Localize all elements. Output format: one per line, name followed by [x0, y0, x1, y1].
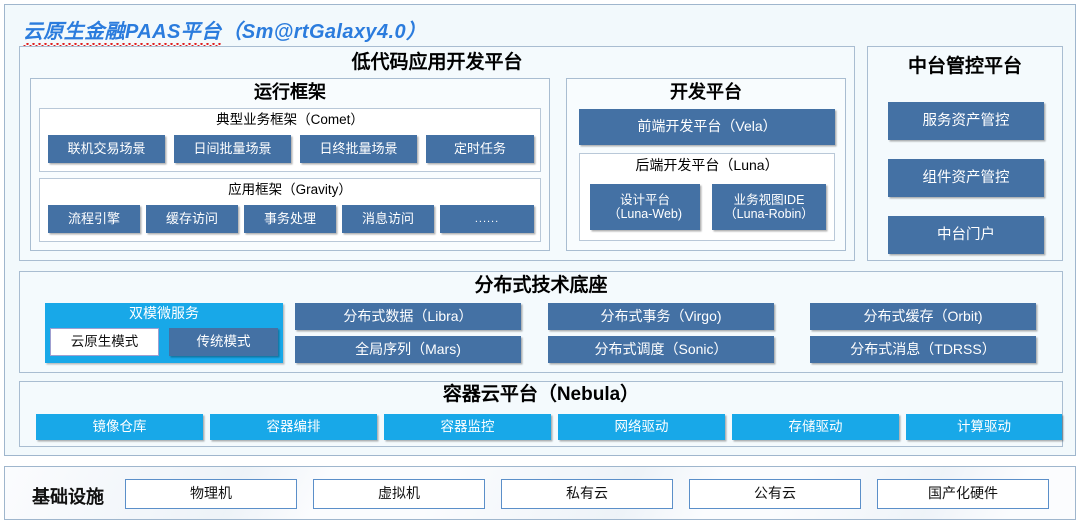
platform-outer-panel: 云原生金融PAAS平台（Sm@rtGalaxy4.0） 低代码应用开发平台 运行… [4, 4, 1076, 456]
business-view-ide-line2: （Luna-Robin） [724, 207, 814, 221]
gravity-framework-heading: 应用框架（Gravity） [228, 182, 352, 197]
comet-framework-heading: 典型业务框架（Comet） [216, 112, 364, 127]
distributed-item-message-tdrss[interactable]: 分布式消息（TDRSS） [810, 336, 1036, 363]
distributed-item-cache-orbit[interactable]: 分布式缓存（Orbit) [810, 303, 1036, 330]
infrastructure-item-virtual[interactable]: 虚拟机 [313, 479, 485, 509]
lowcode-platform-section: 低代码应用开发平台 运行框架 典型业务框架（Comet） 联机交易场景 日间批量… [19, 46, 855, 261]
business-view-ide-line1: 业务视图IDE [733, 193, 805, 207]
container-item-storage-driver[interactable]: 存储驱动 [732, 414, 899, 440]
container-cloud-heading: 容器云平台（Nebula） [442, 384, 640, 405]
runtime-framework-heading: 运行框架 [254, 82, 326, 102]
comet-item-intraday-batch[interactable]: 日间批量场景 [174, 135, 291, 163]
infrastructure-section: 基础设施 物理机 虚拟机 私有云 公有云 国产化硬件 [4, 466, 1076, 520]
gravity-framework-box: 应用框架（Gravity） 流程引擎 缓存访问 事务处理 消息访问 ...... [39, 178, 541, 242]
comet-item-online-trade[interactable]: 联机交易场景 [48, 135, 165, 163]
container-item-orchestration[interactable]: 容器编排 [210, 414, 377, 440]
distributed-item-transaction-virgo[interactable]: 分布式事务（Virgo) [548, 303, 774, 330]
backend-dev-platform-box: 后端开发平台（Luna） 设计平台 （Luna-Web) 业务视图IDE （Lu… [579, 153, 835, 241]
infrastructure-item-public-cloud[interactable]: 公有云 [689, 479, 861, 509]
container-cloud-section: 容器云平台（Nebula） 镜像仓库 容器编排 容器监控 网络驱动 存储驱动 计… [19, 381, 1063, 447]
development-platform-heading: 开发平台 [670, 82, 742, 102]
infrastructure-item-physical[interactable]: 物理机 [125, 479, 297, 509]
development-platform-section: 开发平台 前端开发平台（Vela） 后端开发平台（Luna） 设计平台 （Lun… [566, 78, 846, 251]
backend-item-business-view-ide[interactable]: 业务视图IDE （Luna-Robin） [712, 184, 826, 230]
distributed-item-sequence-mars[interactable]: 全局序列（Mars) [295, 336, 521, 363]
gravity-item-transaction[interactable]: 事务处理 [244, 205, 336, 233]
dualmode-microservice-box: 双模微服务 云原生模式 传统模式 [45, 303, 283, 363]
midplatform-item-portal[interactable]: 中台门户 [888, 216, 1044, 254]
design-platform-line1: 设计平台 [619, 193, 670, 207]
backend-item-design-platform[interactable]: 设计平台 （Luna-Web) [590, 184, 700, 230]
backend-dev-platform-heading: 后端开发平台（Luna） [635, 157, 779, 173]
infrastructure-item-domestic-hardware[interactable]: 国产化硬件 [877, 479, 1049, 509]
lowcode-platform-heading: 低代码应用开发平台 [351, 52, 523, 73]
infrastructure-label: 基础设施 [32, 487, 104, 507]
gravity-item-more[interactable]: ...... [440, 205, 534, 233]
page-title: 云原生金融PAAS平台（Sm@rtGalaxy4.0） [23, 15, 427, 47]
comet-item-eod-batch[interactable]: 日终批量场景 [300, 135, 417, 163]
page-title-cn: 云原生金融PAAS平台 [23, 15, 222, 47]
distributed-foundation-section: 分布式技术底座 双模微服务 云原生模式 传统模式 分布式数据（Libra） 全局… [19, 271, 1063, 373]
dualmode-item-traditional[interactable]: 传统模式 [169, 328, 278, 356]
infrastructure-item-private-cloud[interactable]: 私有云 [501, 479, 673, 509]
distributed-foundation-heading: 分布式技术底座 [474, 275, 608, 296]
page-title-en: （Sm@rtGalaxy4.0） [221, 21, 427, 43]
container-item-monitoring[interactable]: 容器监控 [384, 414, 551, 440]
comet-framework-box: 典型业务框架（Comet） 联机交易场景 日间批量场景 日终批量场景 定时任务 [39, 108, 541, 172]
distributed-item-data-libra[interactable]: 分布式数据（Libra） [295, 303, 521, 330]
container-item-image-registry[interactable]: 镜像仓库 [36, 414, 203, 440]
comet-item-scheduled-task[interactable]: 定时任务 [426, 135, 534, 163]
runtime-framework-section: 运行框架 典型业务框架（Comet） 联机交易场景 日间批量场景 日终批量场景 … [30, 78, 550, 251]
gravity-item-process-engine[interactable]: 流程引擎 [48, 205, 140, 233]
midplatform-item-service-asset[interactable]: 服务资产管控 [888, 102, 1044, 140]
midplatform-control-section: 中台管控平台 服务资产管控 组件资产管控 中台门户 [867, 46, 1063, 261]
gravity-item-message-access[interactable]: 消息访问 [342, 205, 434, 233]
gravity-item-cache-access[interactable]: 缓存访问 [146, 205, 238, 233]
design-platform-line2: （Luna-Web) [607, 207, 683, 221]
midplatform-control-heading: 中台管控平台 [907, 56, 1022, 77]
distributed-item-schedule-sonic[interactable]: 分布式调度（Sonic） [548, 336, 774, 363]
dualmode-item-cloudnative[interactable]: 云原生模式 [50, 328, 159, 356]
dualmode-microservice-heading: 双模微服务 [129, 305, 199, 321]
frontend-dev-platform-chip[interactable]: 前端开发平台（Vela） [579, 109, 835, 145]
container-item-network-driver[interactable]: 网络驱动 [558, 414, 725, 440]
midplatform-item-component-asset[interactable]: 组件资产管控 [888, 159, 1044, 197]
container-item-compute-driver[interactable]: 计算驱动 [906, 414, 1062, 440]
